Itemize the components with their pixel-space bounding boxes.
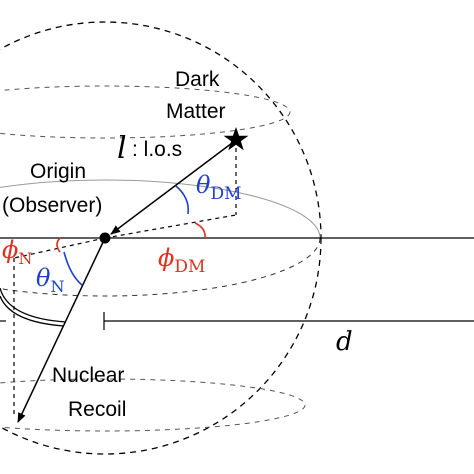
star-icon — [223, 127, 249, 151]
theta-n-label: θN — [36, 264, 64, 296]
recoil-elbow-arc-outer — [0, 287, 67, 323]
nuclear-recoil-label-line2: Recoil — [68, 398, 126, 421]
theta-dm-arc — [175, 185, 190, 215]
phi-n-label: ϕN — [2, 236, 32, 268]
phi-dm-arc — [194, 222, 206, 239]
nuclear-recoil-arrow — [17, 237, 106, 423]
equator-front-arc — [0, 237, 321, 297]
phi-n-arc — [56, 237, 61, 253]
distance-label: d — [336, 327, 353, 357]
equator-back-arc — [0, 179, 321, 239]
theta-n-arc — [63, 251, 83, 286]
los-symbol: l — [117, 131, 127, 166]
upper-latitude-ellipse — [0, 85, 291, 139]
phi-dm-label: ϕDM — [158, 244, 205, 277]
nuclear-recoil-label-line1: Nuclear — [52, 364, 124, 387]
theta-dm-label: θDM — [196, 171, 242, 204]
origin-label-line2: (Observer) — [2, 194, 102, 217]
lower-latitude-ellipse — [0, 378, 306, 432]
line-of-sight-arrow — [110, 139, 237, 235]
dot-icon — [99, 232, 111, 244]
los-label: : l.o.s — [132, 138, 182, 161]
dark-matter-label-line1: Dark — [175, 68, 220, 91]
dm-ground-projection — [104, 214, 237, 239]
recoil-elbow-arc-inner — [0, 295, 65, 327]
origin-label-line1: Origin — [30, 160, 86, 183]
dark-matter-label-line2: Matter — [166, 100, 226, 123]
